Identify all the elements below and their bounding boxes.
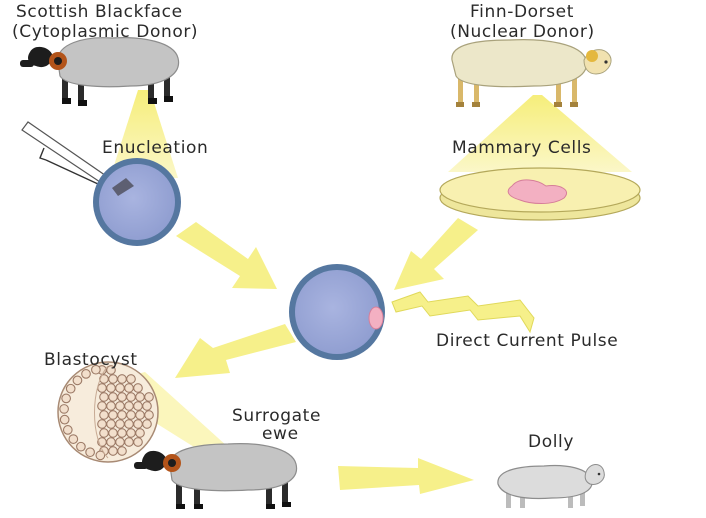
arrow-surrogate-to-dolly <box>338 458 474 494</box>
arrow-mammary-to-fusion <box>394 218 478 290</box>
fused-cell-icon <box>289 264 385 360</box>
surrogate-ewe-icon <box>134 444 297 509</box>
micropipette-icon <box>22 122 112 186</box>
cytoplasmic-donor-role-label: (Cytoplasmic Donor) <box>12 22 198 42</box>
mammary-cells-label: Mammary Cells <box>452 138 592 158</box>
dolly-label: Dolly <box>528 432 574 452</box>
scottish-blackface-sheep-icon <box>20 38 179 106</box>
arrow-fusion-to-blastocyst <box>175 324 296 378</box>
surrogate-label-line2: ewe <box>262 424 299 444</box>
lightning-bolt-icon <box>392 292 534 332</box>
direct-current-pulse-label: Direct Current Pulse <box>436 331 618 351</box>
enucleation-label: Enucleation <box>102 138 208 158</box>
enucleated-egg-cell-icon <box>93 158 181 246</box>
lamb-dolly-icon <box>498 465 604 509</box>
blastocyst-icon <box>58 362 158 462</box>
surrogate-label-line1: Surrogate <box>232 406 321 426</box>
blastocyst-label: Blastocyst <box>44 350 138 370</box>
cytoplasmic-donor-breed-label: Scottish Blackface <box>16 2 183 22</box>
petri-dish-icon <box>440 168 640 220</box>
nuclear-donor-breed-label: Finn-Dorset <box>470 2 574 22</box>
nuclear-donor-role-label: (Nuclear Donor) <box>450 22 595 42</box>
arrow-enucleation-to-fusion <box>176 222 277 289</box>
